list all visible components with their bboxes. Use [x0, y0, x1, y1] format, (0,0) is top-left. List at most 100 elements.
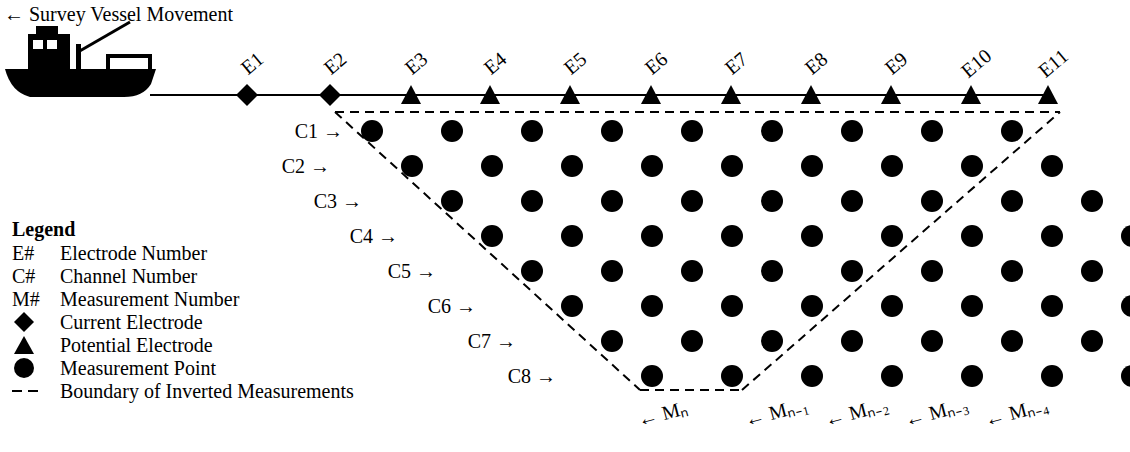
electrode-label: E8: [800, 47, 831, 78]
measurement-point: [801, 155, 823, 177]
measurement-point: [921, 120, 943, 142]
electrode-label: E2: [319, 47, 350, 78]
measurement-point: [881, 295, 903, 317]
measurement-point: [961, 155, 983, 177]
current-electrode: [319, 84, 341, 106]
potential-electrode: [1038, 85, 1058, 104]
legend-text: Measurement Number: [60, 288, 239, 310]
measurement-point: [561, 155, 583, 177]
measurement-point: [801, 225, 823, 247]
measurement-point: [921, 330, 943, 352]
channel-label: C1 →: [295, 120, 343, 142]
measurement-point: [1041, 365, 1063, 387]
measurement-point: [641, 155, 663, 177]
measurement-point: [721, 225, 743, 247]
electrode-label: E3: [400, 47, 431, 78]
measurement-point: [761, 260, 783, 282]
measurement-label: ← Mₙ₋₁: [742, 393, 810, 431]
measurement-point: [841, 330, 863, 352]
measurement-point: [921, 260, 943, 282]
measurement-point: [681, 260, 703, 282]
legend-text: Measurement Point: [60, 357, 216, 379]
measurement-point: [881, 225, 903, 247]
measurement-point: [681, 120, 703, 142]
electrode-label: E9: [880, 47, 911, 78]
measurement-point: [961, 295, 983, 317]
measurement-point: [641, 365, 663, 387]
measurement-point: [921, 190, 943, 212]
legend-text: Channel Number: [60, 265, 197, 287]
measurement-point: [1001, 120, 1023, 142]
boundary-line: [335, 111, 1060, 113]
legend-dash: [28, 390, 38, 392]
electrode-label: E5: [559, 47, 590, 78]
legend-text: Boundary of Inverted Measurements: [60, 380, 354, 402]
measurement-point: [1121, 295, 1130, 317]
measurement-point: [721, 295, 743, 317]
measurement-point: [601, 120, 623, 142]
measurement-point: [521, 260, 543, 282]
current-electrode: [236, 84, 258, 106]
measurement-point: [1001, 330, 1023, 352]
vessel-cabin: [28, 34, 70, 69]
measurement-point: [561, 225, 583, 247]
legend-triangle: [14, 336, 34, 354]
channel-label: C2 →: [282, 155, 330, 177]
measurement-point: [481, 225, 503, 247]
measurement-point: [521, 190, 543, 212]
measurement-point: [801, 295, 823, 317]
channel-label: C3 →: [314, 190, 362, 212]
measurement-point: [681, 330, 703, 352]
legend-dash: [12, 390, 22, 392]
measurement-point: [721, 155, 743, 177]
measurement-point: [681, 190, 703, 212]
potential-electrode: [560, 85, 580, 104]
measurement-point: [841, 120, 863, 142]
legend-title: Legend: [12, 218, 75, 240]
measurement-label: ← Mₙ: [635, 396, 690, 430]
channel-label: C6 →: [428, 295, 476, 317]
boundary-line: [335, 112, 640, 390]
vessel-crane: [78, 22, 130, 52]
electrode-label: E1: [236, 47, 267, 78]
boundary-line: [640, 389, 742, 391]
potential-electrode: [480, 85, 500, 104]
legend-key: M#: [12, 288, 40, 310]
channel-label: C5 →: [388, 260, 436, 282]
measurement-point: [1081, 260, 1103, 282]
measurement-point: [1121, 365, 1130, 387]
vessel-post: [76, 44, 81, 69]
measurement-point: [841, 190, 863, 212]
vessel-deck-box: [108, 56, 150, 69]
vessel-roof: [36, 26, 58, 34]
channel-label: C4 →: [350, 225, 398, 247]
potential-electrode: [961, 85, 981, 104]
measurement-point: [1081, 190, 1103, 212]
measurement-point: [441, 190, 463, 212]
vessel-window: [47, 40, 57, 49]
measurement-label: ← Mₙ₋₄: [982, 393, 1050, 431]
measurement-label: ← Mₙ₋₂: [822, 393, 890, 431]
legend-key: C#: [12, 265, 35, 287]
measurement-point: [481, 155, 503, 177]
measurement-point: [601, 260, 623, 282]
measurement-point: [641, 295, 663, 317]
measurement-point: [761, 330, 783, 352]
measurement-point: [601, 190, 623, 212]
potential-electrode: [641, 85, 661, 104]
legend-symbols: [12, 312, 38, 391]
electrode-group: [236, 84, 1058, 106]
potential-electrode: [801, 85, 821, 104]
channel-label: C7 →: [468, 330, 516, 352]
measurement-point: [641, 225, 663, 247]
measurement-point: [1041, 295, 1063, 317]
legend-text: Potential Electrode: [60, 334, 213, 356]
measurement-point: [961, 365, 983, 387]
measurement-point: [441, 120, 463, 142]
boundary-line: [742, 112, 1060, 390]
measurement-point: [841, 260, 863, 282]
measurement-point: [601, 330, 623, 352]
measurement-point: [1001, 260, 1023, 282]
potential-electrode: [881, 85, 901, 104]
